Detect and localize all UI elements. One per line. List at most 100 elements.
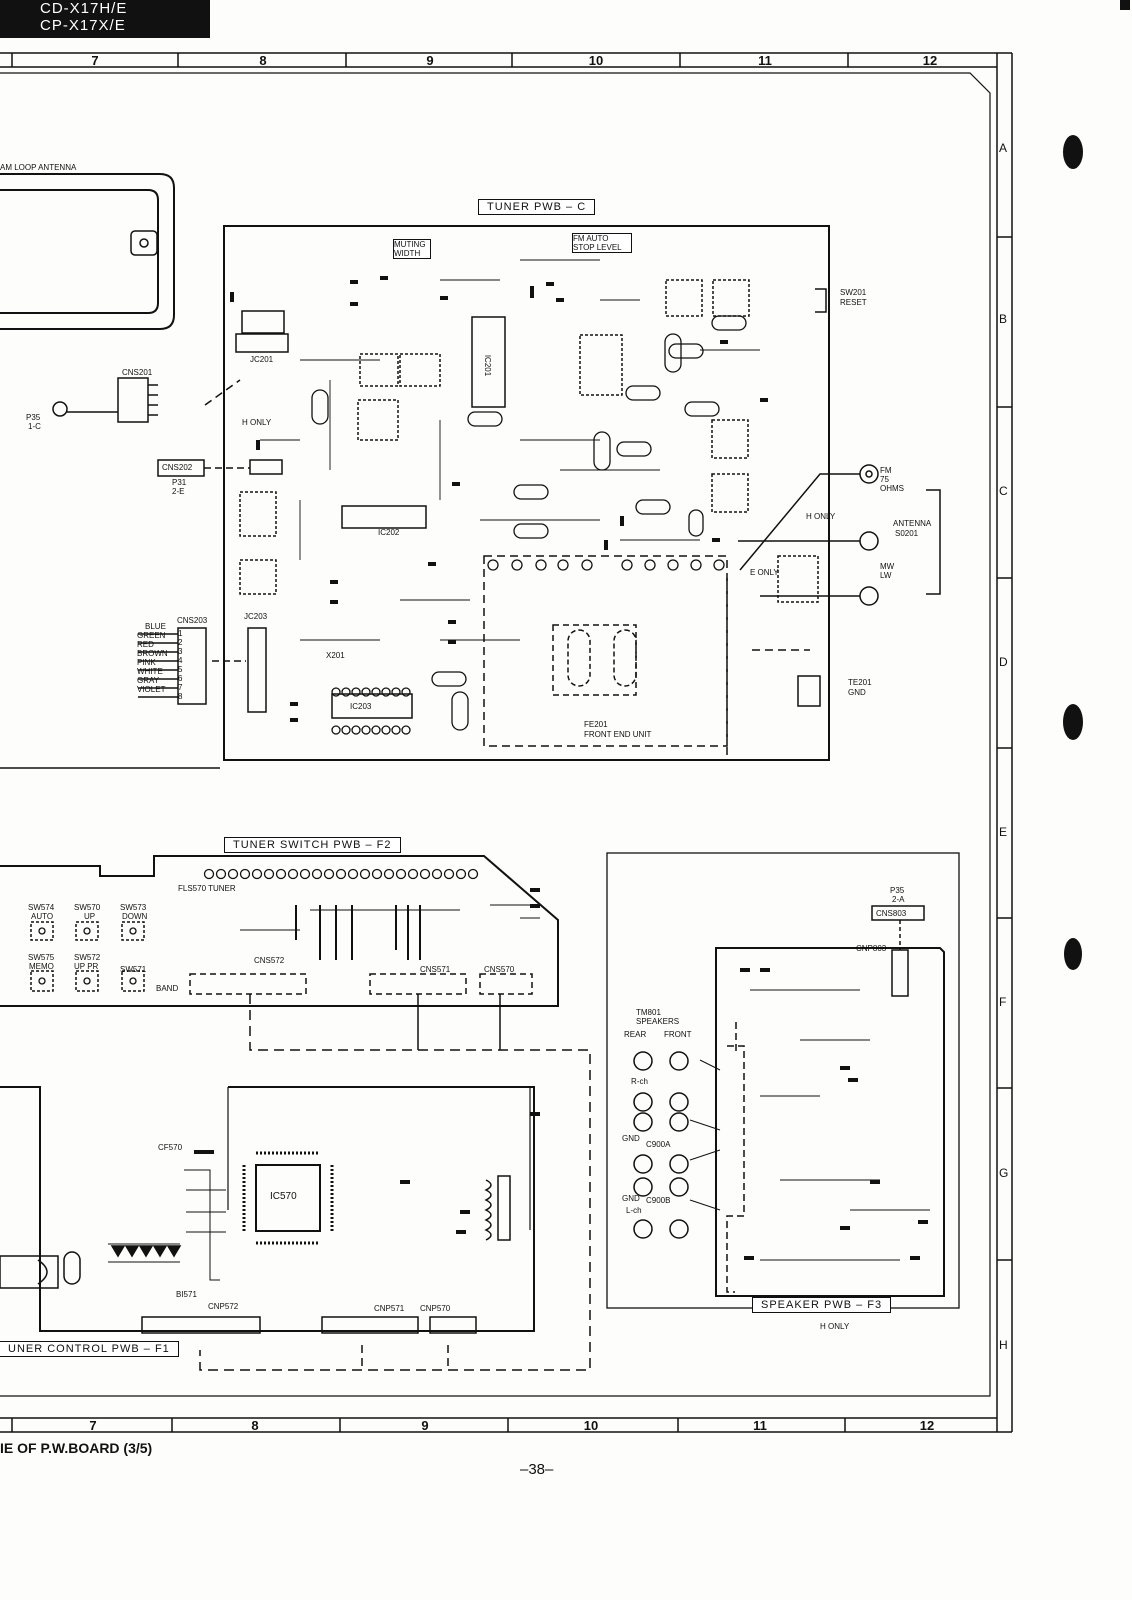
col-12-bottom: 12	[919, 1418, 935, 1433]
mw-label: MW	[880, 562, 895, 571]
pin-7: 7	[178, 683, 183, 692]
fm-auto-label: FM AUTO STOP LEVEL	[572, 233, 632, 253]
cns203-label: CNS203	[177, 616, 208, 625]
wire-blue: BLUE	[145, 622, 166, 631]
col-8-top: 8	[259, 53, 267, 68]
up-label: UP	[84, 912, 96, 921]
col-10-bottom: 10	[583, 1418, 599, 1433]
row-h: H	[999, 1338, 1008, 1352]
wire-brown: BROWN	[137, 649, 168, 658]
cns202-label: CNS202	[162, 463, 193, 472]
memo-label: MEMO	[29, 962, 54, 971]
s0201-label: S0201	[895, 529, 919, 538]
speaker-board-title: SPEAKER PWB – F3	[752, 1297, 892, 1313]
sw571-label: SW571	[120, 965, 147, 974]
antenna-label: ANTENNA	[893, 519, 932, 528]
p35-sub-label: 1-C	[28, 422, 41, 431]
tuner-board-outline	[223, 225, 830, 761]
cnp572-box	[141, 1316, 261, 1334]
c900b-label: C900B	[646, 1196, 671, 1205]
ic203-body	[331, 693, 413, 719]
model-line-1: CD-X17H/E	[40, 0, 128, 17]
lch-label: L-ch	[626, 1206, 642, 1215]
pin-8: 8	[178, 692, 183, 701]
row-d: D	[999, 655, 1008, 669]
cnp803-label: CNP803	[856, 944, 887, 953]
corner-mark	[1120, 0, 1130, 10]
wire-violet: VIOLET	[137, 685, 166, 694]
band-label: BAND	[156, 984, 179, 993]
p35-2a-sub-label: 2-A	[892, 895, 905, 904]
fe201-label: FE201	[584, 720, 608, 729]
jc203-body	[247, 627, 267, 713]
fm-ohms-label: OHMS	[880, 484, 904, 493]
ic570-body	[255, 1164, 321, 1232]
col-11-top: 11	[758, 53, 772, 68]
cnp803-body	[891, 949, 909, 997]
ic570-label: IC570	[270, 1191, 297, 1202]
fls570-label: FLS570 TUNER	[178, 884, 236, 893]
wire-green: GREEN	[137, 631, 166, 640]
front-end-label: FRONT END UNIT	[584, 730, 652, 739]
gnd-l-label: GND	[622, 1194, 640, 1203]
jc201-body	[241, 310, 285, 334]
speaker-board	[715, 947, 945, 1297]
lw-label: LW	[880, 571, 892, 580]
wire-white: WHITE	[137, 667, 163, 676]
p35-2a-label: P35	[890, 886, 905, 895]
te201-body	[797, 675, 821, 707]
lw-terminal	[859, 586, 879, 606]
speaker-h-only: H ONLY	[820, 1322, 850, 1331]
sw572-label: SW572	[74, 953, 101, 962]
h-only-antenna: H ONLY	[806, 512, 836, 521]
tuner-control-board	[0, 1086, 535, 1332]
pin-2: 2	[178, 638, 183, 647]
tuner-switch-title: TUNER SWITCH PWB – F2	[224, 837, 401, 853]
e-only-label: E ONLY	[750, 568, 779, 577]
te201-label: TE201	[848, 678, 872, 687]
tuner-switch-board	[0, 855, 559, 1007]
p35-label: P35	[26, 413, 41, 422]
cf570-label: CF570	[158, 1143, 183, 1152]
am-loop-clip	[130, 230, 158, 256]
pin-6: 6	[178, 674, 183, 683]
row-c: C	[999, 484, 1008, 498]
col-7-top: 7	[91, 53, 99, 68]
wire-gray: GRAY	[137, 676, 160, 685]
muting-width-label: MUTING WIDTH	[393, 239, 431, 259]
model-header: CD-X17H/E CP-X17X/E	[0, 0, 210, 38]
pin-3: 3	[178, 647, 183, 656]
ic203-label: IC203	[350, 702, 372, 711]
h-only-label: H ONLY	[242, 418, 272, 427]
page-number: –38–	[520, 1461, 554, 1478]
p35-connector-circle	[52, 401, 68, 417]
cns803-box	[871, 905, 925, 921]
down-label: DOWN	[122, 912, 148, 921]
gnd-label: GND	[848, 688, 866, 697]
p31-sub-label: 2-E	[172, 487, 185, 496]
row-f: F	[999, 995, 1007, 1009]
model-line-2: CP-X17X/E	[40, 17, 126, 34]
auto-label: AUTO	[31, 912, 54, 921]
am-loop-outer	[0, 173, 175, 330]
row-a: A	[999, 141, 1008, 155]
front-end-unit	[483, 555, 728, 747]
sw201-label: SW201	[840, 288, 867, 297]
tuner-board-title: TUNER PWB – C	[478, 199, 596, 215]
sw573-label: SW573	[120, 903, 147, 912]
am-loop-label: AM LOOP ANTENNA	[0, 163, 77, 172]
bi571-label: BI571	[176, 1290, 197, 1299]
jc201-label: JC201	[250, 355, 274, 364]
p31-label: P31	[172, 478, 187, 487]
cnp571-box	[321, 1316, 419, 1334]
mw-terminal	[859, 531, 879, 551]
col-11-bottom: 11	[753, 1418, 767, 1433]
pin-4: 4	[178, 656, 183, 665]
up-pr-label: UP PR	[74, 962, 99, 971]
speaker-outer-frame	[606, 852, 960, 1309]
fm-75-label: 75	[880, 475, 889, 484]
sw570-label: SW570	[74, 903, 101, 912]
reset-label: RESET	[840, 298, 867, 307]
speakers-label: SPEAKERS	[636, 1017, 680, 1026]
